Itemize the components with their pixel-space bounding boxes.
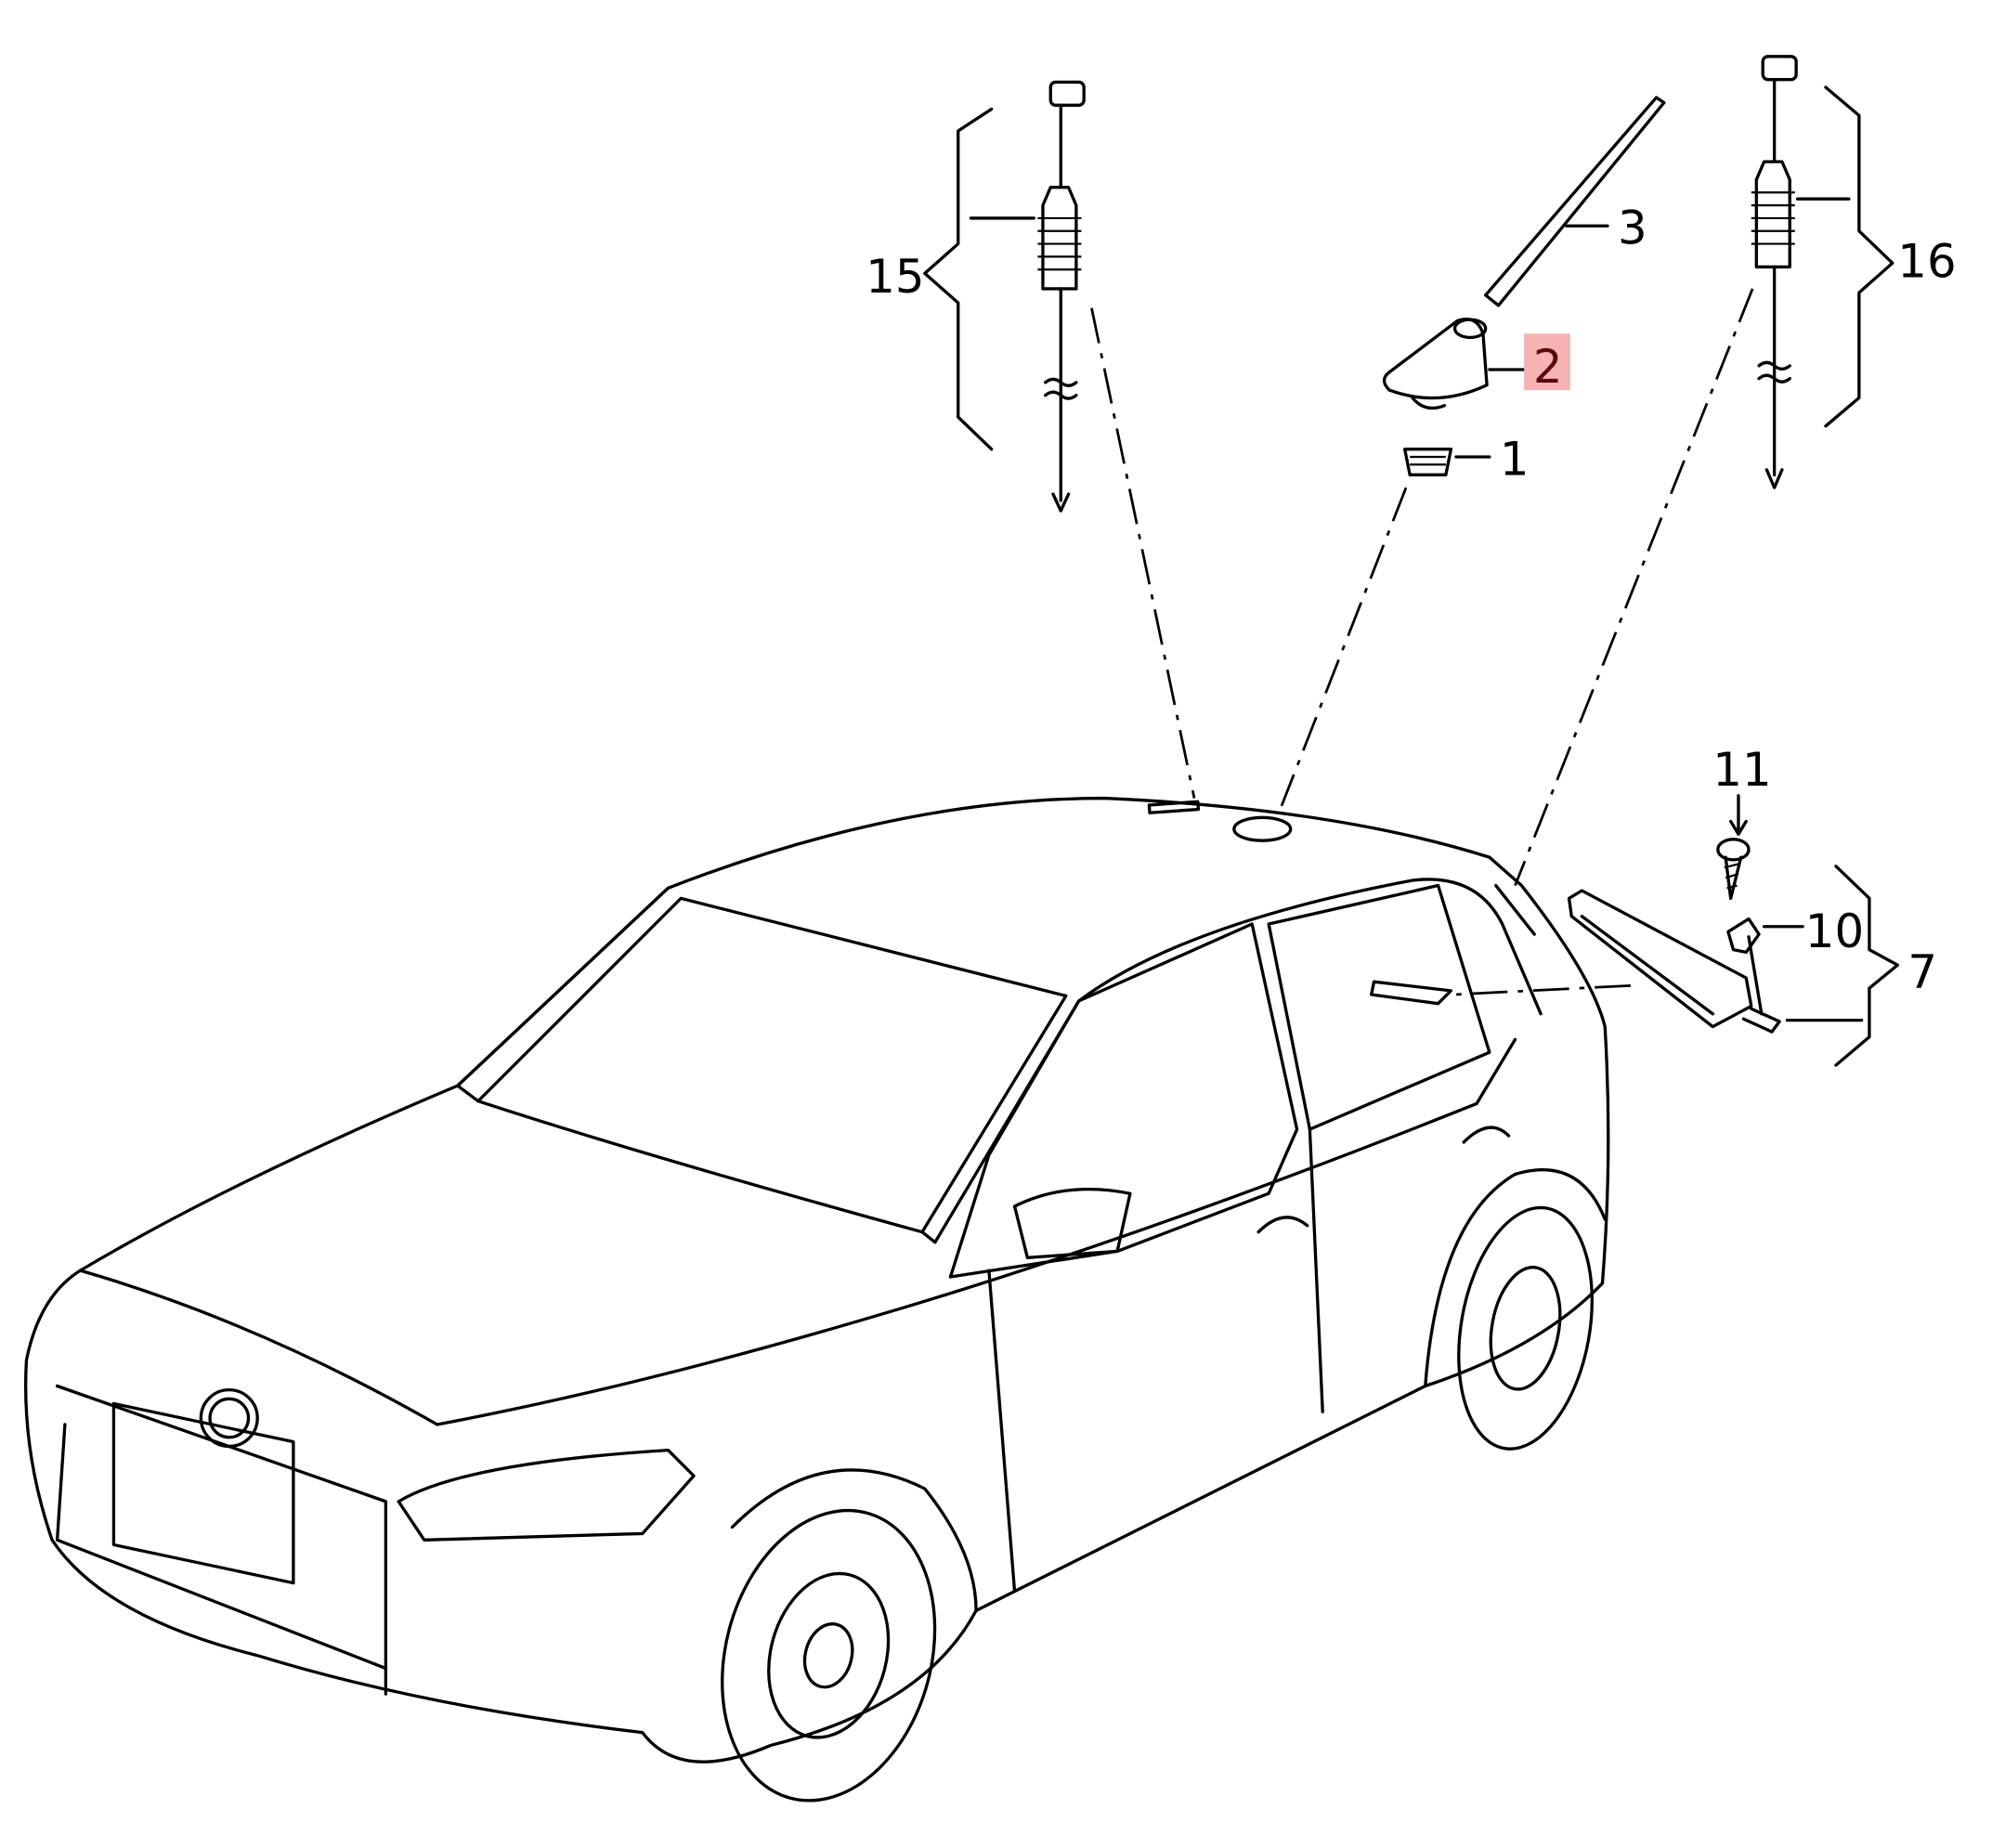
- highlight-box-2: [1524, 333, 1570, 391]
- label-3[interactable]: 3: [1618, 202, 1647, 255]
- label-15[interactable]: 15: [866, 250, 924, 304]
- label-11[interactable]: 11: [1712, 743, 1771, 797]
- car-illustration: [23, 796, 1610, 1802]
- antenna-module-7[interactable]: [1567, 865, 1899, 1067]
- label-10[interactable]: 10: [1805, 904, 1864, 958]
- leader-lines: [1090, 288, 1754, 996]
- label-1[interactable]: 1: [1500, 432, 1530, 486]
- cable-assembly-16[interactable]: [1751, 55, 1894, 489]
- label-7[interactable]: 7: [1907, 945, 1937, 999]
- clip-10[interactable]: [1726, 917, 1804, 955]
- antenna-base-2[interactable]: [1382, 318, 1528, 410]
- nut-1[interactable]: [1402, 448, 1491, 476]
- label-2[interactable]: 2: [1533, 340, 1563, 394]
- screw-11[interactable]: [1716, 794, 1751, 901]
- antenna-rod-3[interactable]: [1484, 96, 1666, 307]
- cable-assembly-15[interactable]: [923, 80, 1086, 513]
- label-16[interactable]: 16: [1897, 234, 1956, 288]
